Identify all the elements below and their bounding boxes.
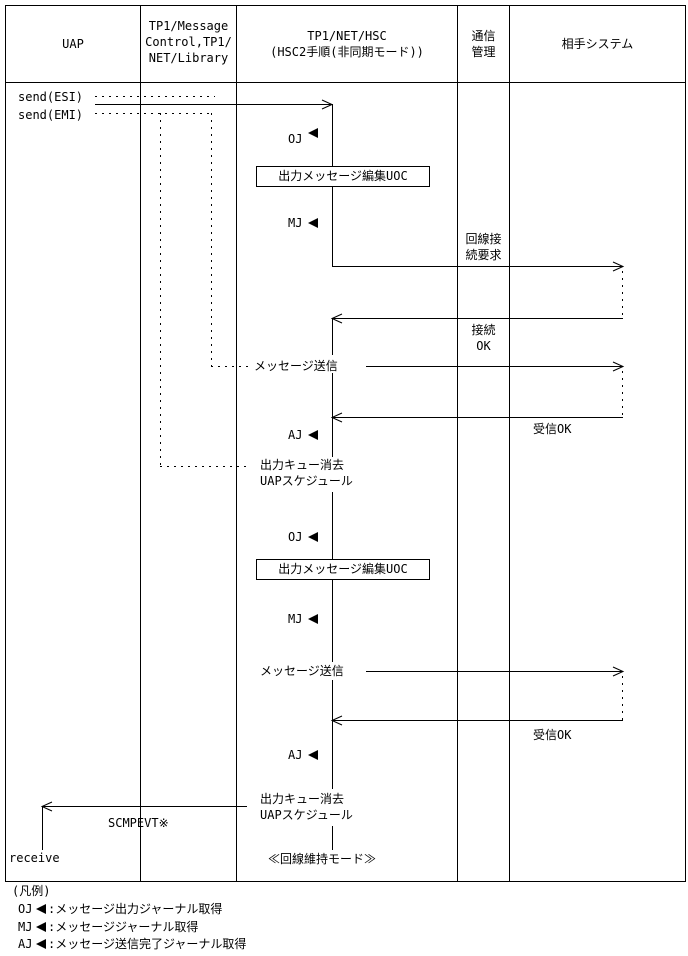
connect-ok-label: 接続 OK [471, 323, 496, 353]
legend-mj-key: MJ [18, 920, 33, 934]
journal-markers [308, 128, 318, 760]
header-partner-system: 相手システム [561, 37, 634, 51]
legend-aj-key: AJ [18, 937, 33, 951]
mj-label: MJ [288, 612, 303, 626]
mj-legend-icon [36, 922, 46, 932]
uap-schedule-label-1: UAPスケジュール [260, 474, 353, 488]
legend-mj-desc: :メッセージジャーナル取得 [48, 920, 199, 934]
legend-oj-key: OJ [18, 902, 33, 916]
line-keep-mode-label: ≪回線維持モード≫ [268, 852, 377, 866]
legend-aj-desc: :メッセージ送信完了ジャーナル取得 [48, 937, 247, 951]
oj-label: OJ [288, 530, 303, 544]
header-tp1-message-control: TP1/Message Control,TP1/ NET/Library [145, 19, 232, 65]
oj-legend-icon [36, 904, 46, 914]
queue-delete-label-2: 出力キュー消去 [260, 792, 345, 806]
diagram-frame [5, 5, 686, 882]
receive-ok-label-1: 受信OK [533, 422, 572, 436]
legend-title: (凡例) [12, 884, 51, 898]
header-comm-management: 通信 管理 [471, 29, 496, 59]
uap-schedule-label-2: UAPスケジュール [260, 808, 353, 822]
connect-request-label: 回線接 続要求 [465, 232, 502, 262]
aj-marker-icon [308, 430, 318, 440]
legend-oj-desc: :メッセージ出力ジャーナル取得 [48, 902, 223, 916]
header-tp1-net-hsc: TP1/NET/HSC (HSC2手順(非同期モード)) [270, 29, 424, 59]
receive-label: receive [9, 851, 60, 865]
queue-delete-label-1: 出力キュー消去 [260, 458, 345, 472]
header-uap: UAP [62, 37, 84, 51]
mj-marker-icon [308, 614, 318, 624]
aj-label: AJ [288, 428, 303, 442]
uoc-box-2: 出力メッセージ編集UOC [256, 559, 430, 580]
send-esi-label: send(ESI) [18, 90, 84, 104]
message-send-label-2: メッセージ送信 [260, 664, 344, 678]
send-emi-label: send(EMI) [18, 108, 84, 122]
receive-ok-label-2: 受信OK [533, 728, 572, 742]
oj-marker-icon [308, 128, 318, 138]
uoc-box-1: 出力メッセージ編集UOC [256, 166, 430, 187]
message-send-label-1: メッセージ送信 [254, 359, 338, 373]
oj-label: OJ [288, 132, 303, 146]
aj-label: AJ [288, 748, 303, 762]
aj-legend-icon [36, 939, 46, 949]
oj-marker-icon [308, 532, 318, 542]
aj-marker-icon [308, 750, 318, 760]
legend-markers [36, 904, 46, 949]
scmpevt-label: SCMPEVT※ [108, 816, 169, 830]
mj-label: MJ [288, 216, 303, 230]
mj-marker-icon [308, 218, 318, 228]
